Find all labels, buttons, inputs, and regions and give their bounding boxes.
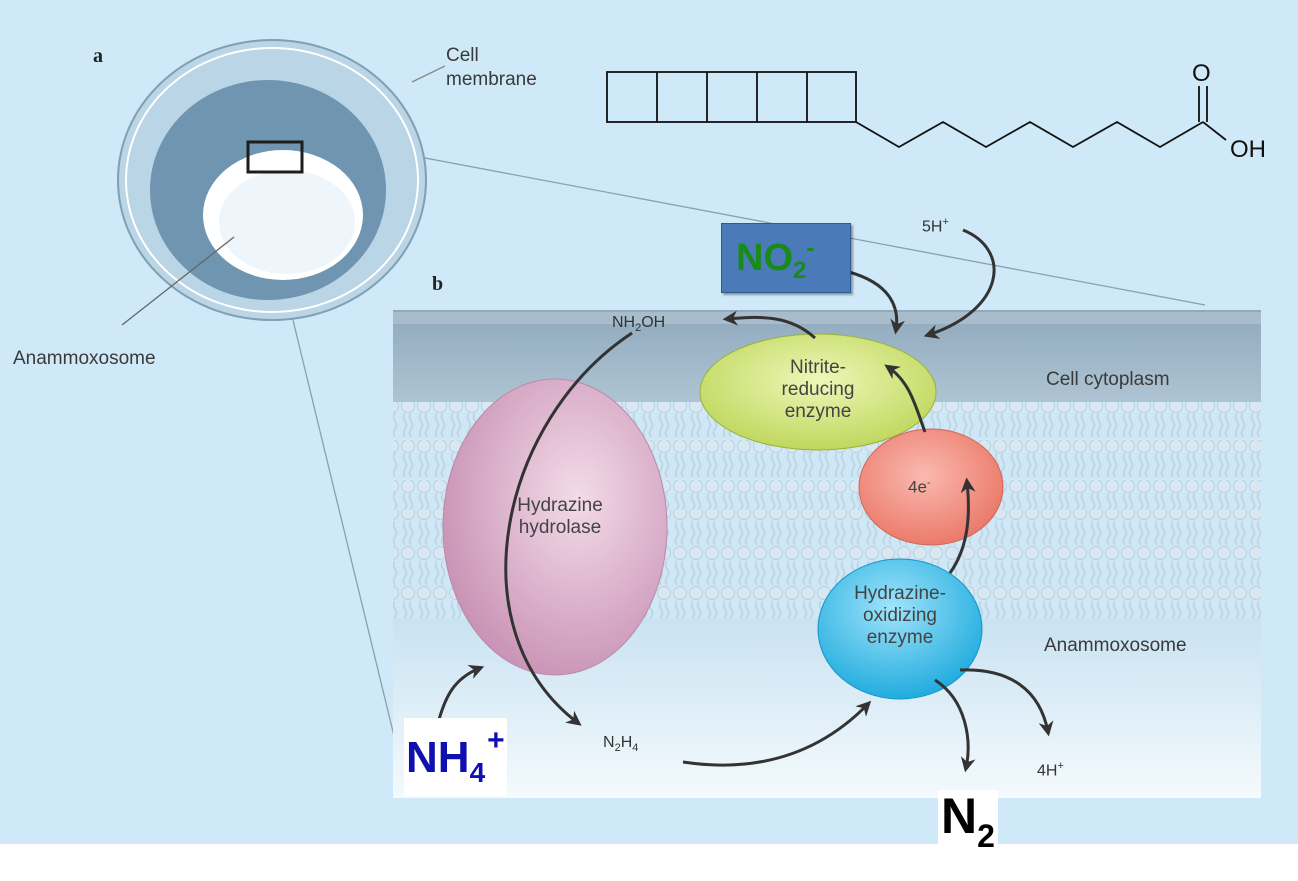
n2h4-arrow bbox=[682, 700, 872, 767]
zoom-box bbox=[246, 140, 304, 174]
cell-illustration bbox=[117, 39, 446, 326]
electron-label: 4e- bbox=[908, 477, 931, 497]
n2-out-arrow bbox=[934, 678, 976, 773]
nitrite-label-line3: enzyme bbox=[784, 401, 852, 422]
panel-a-label: a bbox=[93, 45, 103, 67]
anammoxosome-label-left: Anammoxosome bbox=[13, 348, 156, 369]
anammoxosome-label-right: Anammoxosome bbox=[1044, 635, 1187, 656]
h5-in-arrow bbox=[923, 228, 996, 339]
cell-cytoplasm-label: Cell cytoplasm bbox=[1046, 369, 1170, 390]
nh2oh-label: NH2OH bbox=[612, 314, 666, 335]
hydrolase-label-line2: hydrolase bbox=[518, 517, 602, 538]
nh4-label: NH4+ bbox=[404, 718, 507, 796]
no2-in-arrow bbox=[848, 270, 906, 335]
cell-membrane-leader bbox=[411, 65, 446, 83]
cell-membrane-label-line1: Cell bbox=[446, 45, 479, 66]
hydroxyl-label: OH bbox=[1230, 136, 1266, 163]
no2-box bbox=[721, 223, 851, 293]
nh2oh-arrow bbox=[722, 310, 817, 340]
h4-label: 4H+ bbox=[1037, 760, 1064, 780]
nitrite-label-line2: reducing bbox=[781, 379, 855, 400]
hydrazine-hydrolase-label: Hydrazine hydrolase bbox=[505, 495, 615, 539]
hydrazine-hydrolase bbox=[442, 378, 668, 676]
hydrazine-oxidizing-label: Hydrazine- oxidizing enzyme bbox=[835, 583, 965, 649]
electron-to-nir-arrow bbox=[884, 364, 927, 433]
oxidizing-label-line1: Hydrazine- bbox=[854, 583, 946, 604]
cell-membrane-label-line2: membrane bbox=[446, 69, 537, 90]
ladderane-molecule bbox=[606, 71, 1227, 149]
nitrite-label-line1: Nitrite- bbox=[790, 357, 846, 378]
n2h4-label: N2H4 bbox=[603, 734, 639, 755]
nitrite-reducing-label: Nitrite- reducing enzyme bbox=[758, 357, 878, 423]
h5-label: 5H+ bbox=[922, 216, 949, 236]
n2-label: N2 bbox=[938, 790, 998, 862]
h4-out-arrow bbox=[959, 668, 1054, 737]
carbonyl-oxygen-label: O bbox=[1192, 60, 1211, 87]
anammoxosome-leader bbox=[121, 236, 235, 326]
hydrazine-oxidizing-enzyme bbox=[817, 558, 983, 700]
oxidizing-label-line2: oxidizing bbox=[863, 605, 937, 626]
no2-label: NO2- bbox=[736, 235, 815, 284]
electron-carrier bbox=[858, 428, 1004, 546]
diagram-canvas: a b Cell membrane Anammoxosome O OH Cell… bbox=[0, 0, 1298, 854]
oxidizer-to-electron-arrow bbox=[948, 477, 976, 574]
oxidizing-label-line3: enzyme bbox=[866, 627, 934, 648]
hydrolase-channel-arrow bbox=[504, 331, 633, 726]
hydrolase-label-line1: Hydrazine bbox=[517, 495, 603, 516]
panel-b-label: b bbox=[432, 273, 444, 295]
nitrite-reducing-enzyme bbox=[699, 333, 937, 451]
diagram-graphics bbox=[117, 39, 1261, 798]
